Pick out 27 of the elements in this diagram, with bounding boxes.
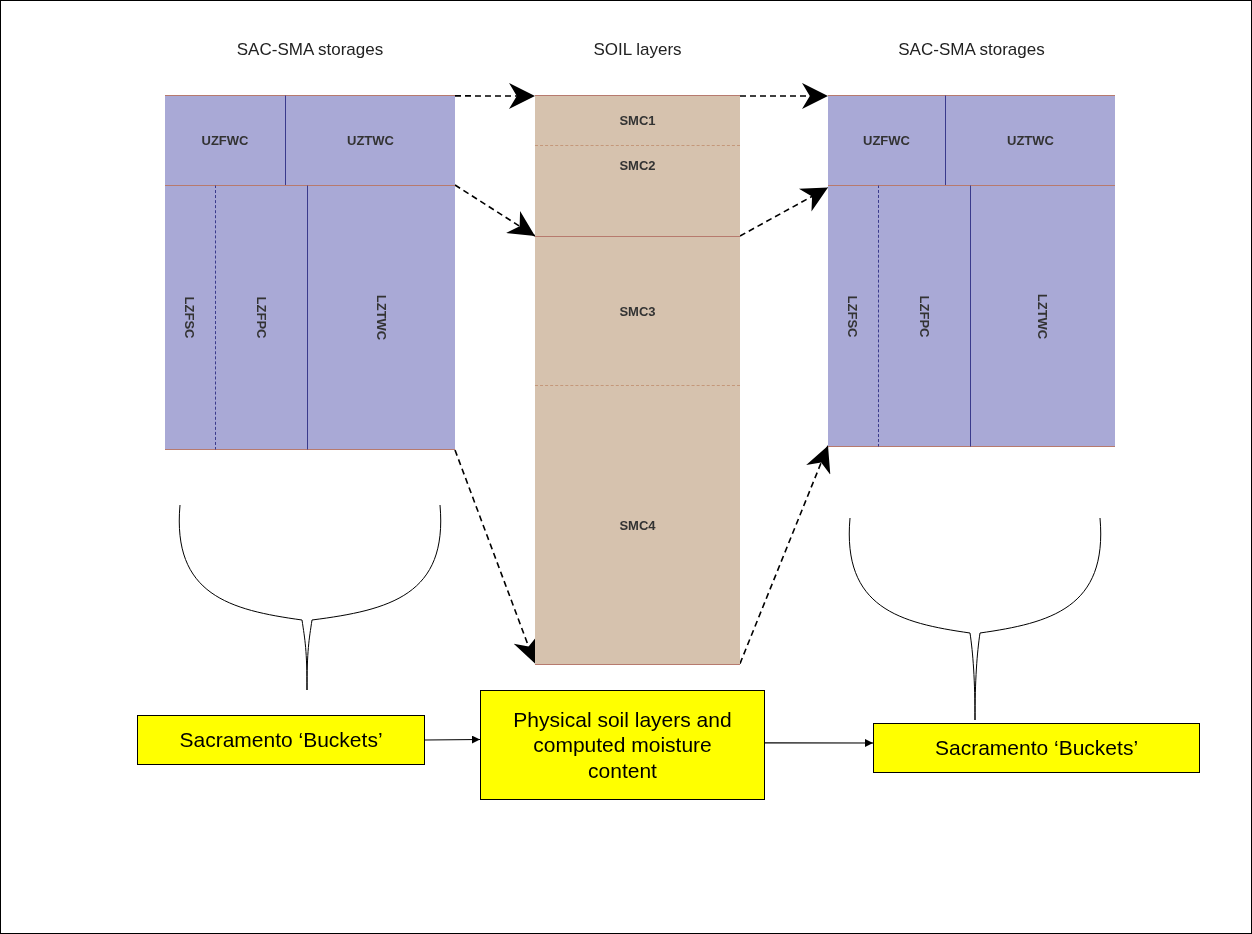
column-heading: SOIL layers: [592, 40, 683, 60]
label-box: Sacramento ‘Buckets’: [137, 715, 425, 765]
storage-zone: LZFSC: [828, 185, 878, 447]
soil-layer: SMC3: [535, 236, 740, 385]
storage-zone: LZTWC: [970, 185, 1115, 447]
storage-zone: UZTWC: [285, 95, 455, 185]
storage-zone: UZFWC: [828, 95, 945, 185]
storage-zone: LZTWC: [307, 185, 455, 450]
soil-layer: SMC1: [535, 95, 740, 145]
storage-zone: LZFSC: [165, 185, 215, 450]
column-heading: SAC-SMA storages: [897, 40, 1046, 60]
arrow: [739, 186, 829, 237]
storage-zone: UZFWC: [165, 95, 285, 185]
storage-zone: LZFPC: [878, 185, 970, 447]
arrow: [454, 184, 536, 237]
soil-layer: SMC2: [535, 145, 740, 236]
soil-layer: SMC4: [535, 385, 740, 665]
arrow: [739, 444, 831, 665]
storage-zone: UZTWC: [945, 95, 1115, 185]
label-box: Sacramento ‘Buckets’: [873, 723, 1200, 773]
arrow: [424, 735, 481, 744]
label-box: Physical soil layers and computed moisture content: [480, 690, 765, 800]
arrow: [454, 82, 536, 109]
storage-zone: LZFPC: [215, 185, 307, 450]
column-heading: SAC-SMA storages: [235, 40, 385, 60]
arrow: [739, 82, 829, 109]
arrow: [764, 739, 874, 747]
